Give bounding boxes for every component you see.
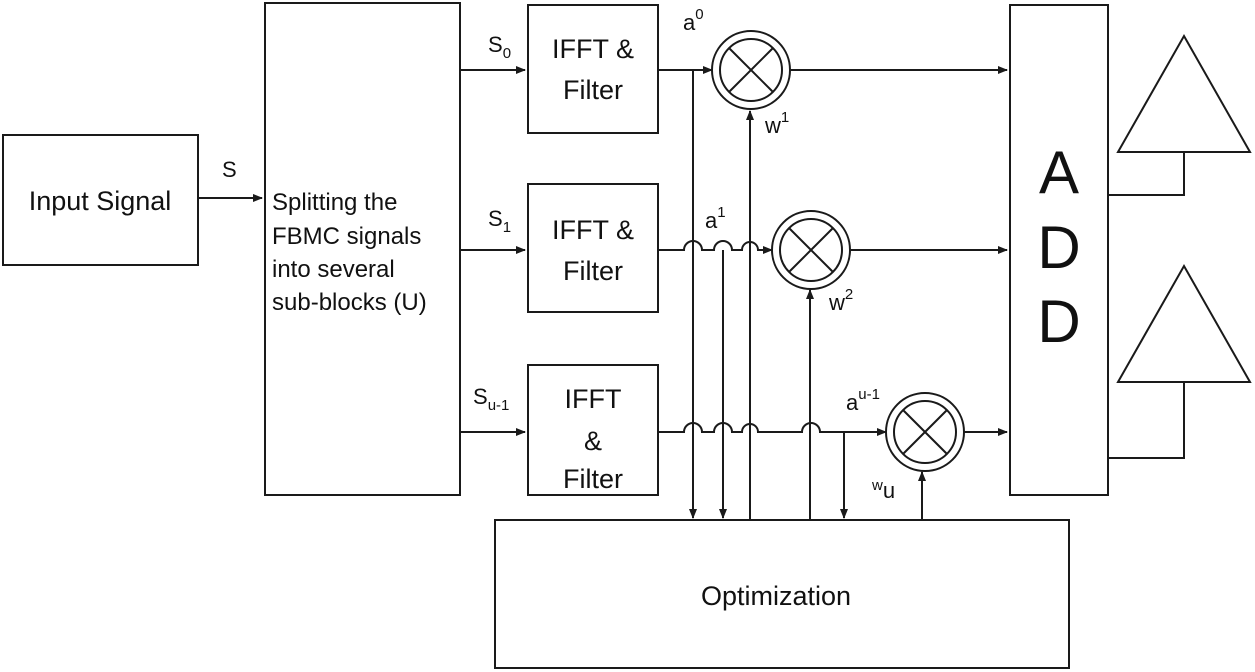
add-block: A D D bbox=[1009, 4, 1109, 496]
optimization-block: Optimization bbox=[494, 519, 1070, 669]
ifft-filter-block-0: IFFT & Filter bbox=[527, 4, 659, 134]
label-wu: wu bbox=[871, 477, 895, 503]
add-letter-3: D bbox=[1037, 288, 1080, 355]
ifft-2-line-3: Filter bbox=[563, 464, 623, 494]
ifft-1-line-2: Filter bbox=[563, 256, 623, 286]
multiplier-icon-0 bbox=[711, 30, 791, 110]
label-w1: w1 bbox=[764, 109, 789, 138]
multiplier-icon-1 bbox=[771, 210, 851, 290]
ifft-1-line-1: IFFT & bbox=[552, 215, 634, 245]
input-signal-block: Input Signal bbox=[2, 134, 199, 266]
ifft-2-line-2: & bbox=[584, 426, 602, 456]
multiplier-icon-2 bbox=[885, 392, 965, 472]
splitter-line-4: sub-blocks (U) bbox=[272, 289, 427, 316]
splitter-line-2: FBMC signals bbox=[272, 223, 421, 250]
ifft-filter-block-2: IFFT & Filter bbox=[527, 364, 659, 496]
antenna-icon-1 bbox=[1108, 33, 1252, 196]
optimization-label: Optimization bbox=[701, 581, 851, 611]
antenna-icon-2 bbox=[1108, 263, 1252, 459]
label-a1: a1 bbox=[705, 204, 726, 233]
input-signal-label: Input Signal bbox=[29, 186, 172, 216]
ifft-0-line-1: IFFT & bbox=[552, 34, 634, 64]
ifft-0-line-2: Filter bbox=[563, 75, 623, 105]
label-a0: a0 bbox=[683, 6, 704, 35]
splitter-line-3: into several bbox=[272, 256, 395, 283]
label-su1: Su-1 bbox=[473, 384, 509, 414]
label-s: S bbox=[222, 157, 237, 182]
splitter-line-1: Splitting the bbox=[272, 189, 397, 216]
label-s0: S0 bbox=[488, 32, 511, 62]
label-au1: au-1 bbox=[846, 386, 880, 415]
wire-branch-1 bbox=[658, 240, 773, 254]
ifft-filter-block-1: IFFT & Filter bbox=[527, 183, 659, 313]
splitter-block: Splitting the FBMC signals into several … bbox=[264, 2, 461, 496]
add-letter-1: A bbox=[1039, 139, 1079, 206]
wire-branch-u1 bbox=[658, 422, 887, 436]
ifft-2-line-1: IFFT bbox=[565, 384, 622, 414]
add-letter-2: D bbox=[1037, 214, 1080, 281]
label-s1: S1 bbox=[488, 206, 511, 236]
label-w2: w2 bbox=[828, 286, 853, 315]
